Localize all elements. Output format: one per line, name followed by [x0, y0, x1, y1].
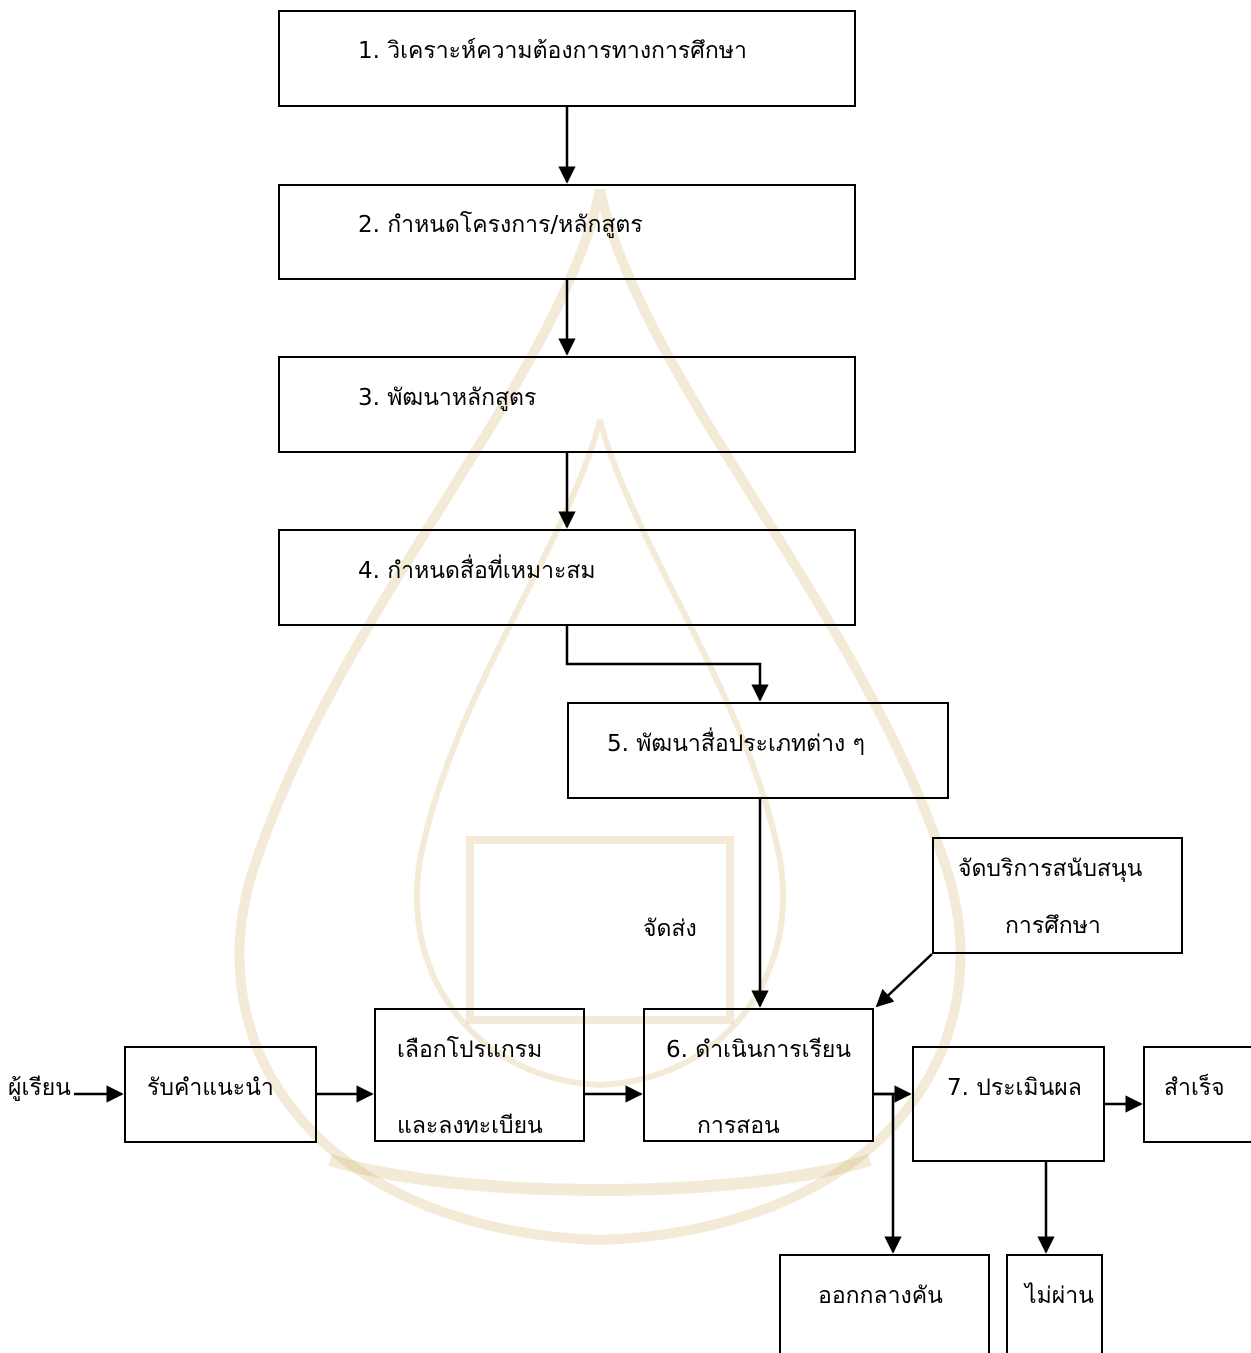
dropout-label: ออกกลางคัน [818, 1283, 943, 1309]
step-7-box [912, 1046, 1105, 1162]
step-2-label: 2. กำหนดโครงการ/หลักสูตร [358, 212, 643, 238]
support-label-line2: การศึกษา [1005, 913, 1101, 939]
enroll-label-line1: เลือกโปรแกรม [397, 1037, 543, 1063]
enroll-label-line2: และลงทะเบียน [397, 1113, 543, 1139]
fail-label: ไม่ผ่าน [1025, 1283, 1094, 1309]
dropout-box [779, 1254, 990, 1353]
step-1-box [278, 10, 856, 107]
success-label: สำเร็จ [1164, 1075, 1225, 1101]
step-7-label: 7. ประเมินผล [947, 1075, 1082, 1101]
step-3-label: 3. พัฒนาหลักสูตร [358, 385, 537, 411]
step-6-box [643, 1008, 874, 1142]
success-box [1143, 1046, 1251, 1143]
learner-label: ผู้เรียน [8, 1075, 71, 1101]
advice-box [124, 1046, 317, 1143]
support-label-line1: จัดบริการสนับสนุน [958, 856, 1143, 882]
arrow-support-to-step6 [875, 953, 933, 1008]
enroll-box [374, 1008, 585, 1142]
step-2-box [278, 184, 856, 280]
fail-box [1006, 1254, 1103, 1353]
step-6-label-line1: 6. ดำเนินการเรียน [666, 1037, 852, 1063]
step-4-label: 4. กำหนดสื่อที่เหมาะสม [358, 558, 596, 584]
delivery-label: จัดส่ง [643, 916, 697, 942]
step-6-label-line2: การสอน [697, 1113, 780, 1139]
arrow-step4-to-step5 [565, 626, 769, 702]
step-3-box [278, 356, 856, 453]
arrow-step6-to-dropout [874, 1092, 902, 1254]
step-1-label: 1. วิเคราะห์ความต้องการทางการศึกษา [358, 38, 747, 64]
step-5-label: 5. พัฒนาสื่อประเภทต่าง ๆ [607, 731, 865, 757]
support-box [932, 837, 1183, 954]
step-5-box [567, 702, 949, 799]
advice-label: รับคำแนะนำ [147, 1075, 274, 1101]
step-4-box [278, 529, 856, 626]
